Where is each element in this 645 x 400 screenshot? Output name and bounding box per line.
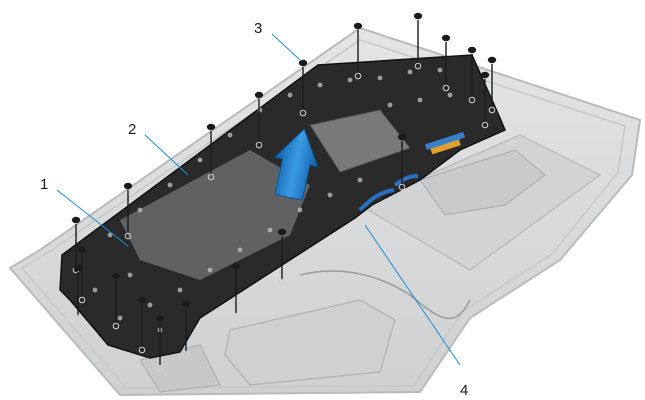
battery-bay	[224, 299, 396, 386]
callout-2: 2	[128, 121, 136, 138]
screw-icon	[111, 272, 121, 330]
screws	[71, 12, 497, 372]
keyboard-connector-flex	[358, 188, 395, 212]
keyboard-plate-cutout	[309, 109, 411, 173]
keyboard-plate-reflection	[120, 150, 310, 280]
arrow-up-icon	[273, 128, 319, 201]
leader-line-4	[364, 224, 461, 366]
screw-icon	[181, 300, 191, 358]
connector-tab	[425, 131, 465, 151]
screw-icon	[137, 296, 147, 354]
callout-4: 4	[460, 382, 468, 399]
screw-icon	[206, 123, 216, 181]
touchpad-flex-cable	[419, 149, 546, 216]
screw-icon	[480, 71, 490, 129]
screw-icon	[155, 314, 165, 372]
callout-labels: 1 2 3 4	[40, 20, 468, 399]
screw-icon	[397, 133, 407, 191]
screw-icon	[487, 56, 497, 114]
screw-icon	[441, 34, 451, 92]
cable-route	[299, 270, 471, 320]
screw-icon	[231, 262, 241, 320]
screw-icon	[77, 246, 87, 304]
screw-icon	[123, 182, 133, 240]
plate-rivets	[92, 67, 453, 333]
leader-line-3	[271, 33, 301, 61]
leader-line-2	[144, 134, 189, 176]
callout-leaders	[56, 33, 461, 366]
screw-icon	[277, 228, 287, 286]
keyboard-backlight-flex	[393, 174, 419, 187]
callout-1: 1	[40, 176, 48, 193]
screw-icon	[254, 91, 264, 149]
keyboard-plate	[59, 54, 506, 359]
screw-icon	[413, 12, 423, 70]
callout-3: 3	[254, 20, 262, 37]
leader-line-1	[56, 189, 129, 247]
screw-icon	[467, 46, 477, 104]
screw-icon	[298, 59, 308, 117]
screw-icon	[353, 22, 363, 80]
screw-icon	[73, 264, 83, 322]
